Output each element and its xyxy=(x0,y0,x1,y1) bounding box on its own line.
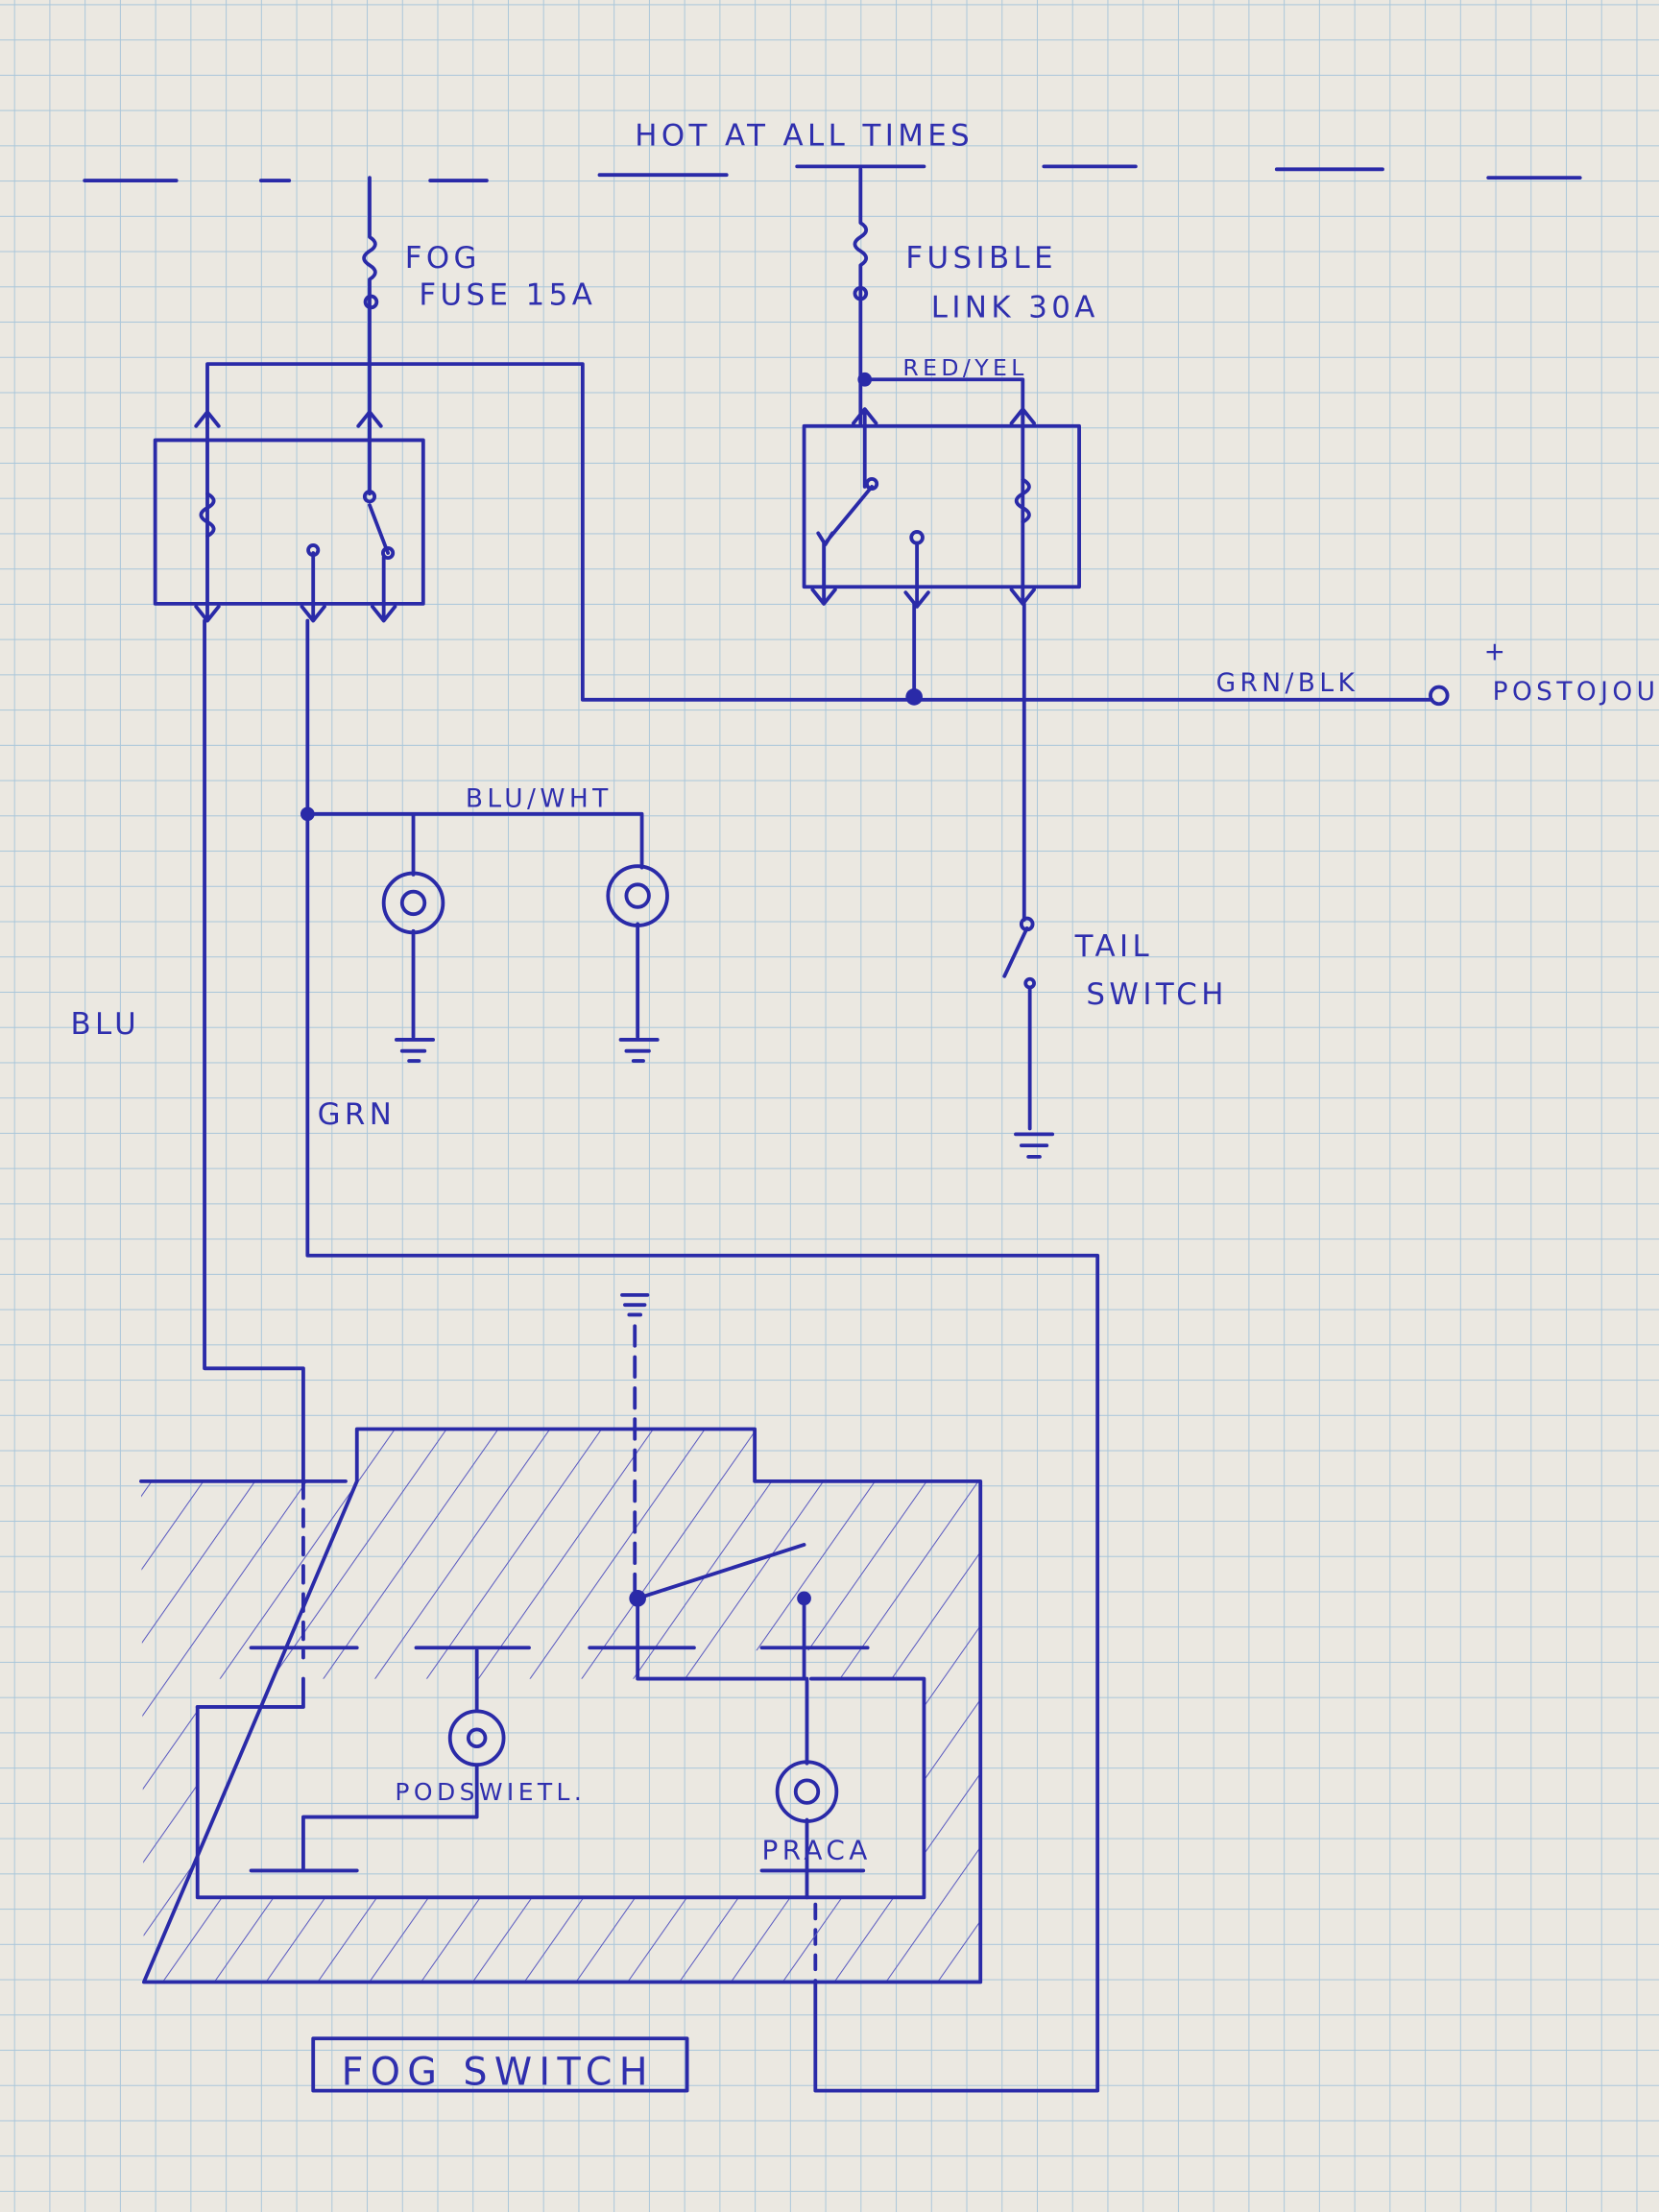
terminal-sign: + xyxy=(1484,637,1510,667)
lamp-label-podswietl: PODSWIETL. xyxy=(395,1778,586,1806)
wire-label-blu-wht: BLU/WHT xyxy=(466,783,613,813)
fog-relay xyxy=(153,362,1434,702)
hot-bus-line xyxy=(83,164,1582,182)
ground-icon xyxy=(394,1038,660,1063)
switch-pivot xyxy=(629,1590,646,1607)
junction-dot xyxy=(905,688,923,706)
ground-icon xyxy=(620,1292,650,1317)
fog-switch xyxy=(139,1292,983,1984)
fog-switch-label: FOG SWITCH xyxy=(342,2051,655,2095)
ground-icon xyxy=(1014,1132,1055,1159)
wire-label-grn: GRN xyxy=(318,1097,397,1132)
wire-label-blu: BLU xyxy=(70,1007,140,1042)
fog-switch-hatching xyxy=(140,1429,981,1983)
fog-switch-label-box xyxy=(311,2036,689,2093)
fog-fuse xyxy=(362,176,379,443)
fusible-link-label-1: FUSIBLE xyxy=(905,241,1057,276)
fog-fuse-label-1: FOG xyxy=(405,241,481,276)
fusible-link-label-2: LINK 30A xyxy=(931,291,1099,325)
tail-relay xyxy=(802,407,1081,699)
indicator-lamps xyxy=(305,811,669,1063)
switch-contact xyxy=(797,1591,811,1606)
tail-switch-label-2: SWITCH xyxy=(1086,977,1227,1012)
tail-switch xyxy=(1002,601,1055,1159)
wire-label-red-yel: RED/YEL xyxy=(902,354,1027,381)
lamp-label-praca: PRACA xyxy=(761,1835,871,1866)
title-label: HOT AT ALL TIMES xyxy=(635,118,974,153)
terminal-label: POSTOJOU xyxy=(1493,677,1659,707)
fog-fuse-label-2: FUSE 15A xyxy=(419,277,596,312)
terminal-icon xyxy=(1429,685,1450,707)
tail-switch-label-1: TAIL xyxy=(1074,929,1153,964)
wire-label-grn-blk: GRN/BLK xyxy=(1216,668,1359,698)
